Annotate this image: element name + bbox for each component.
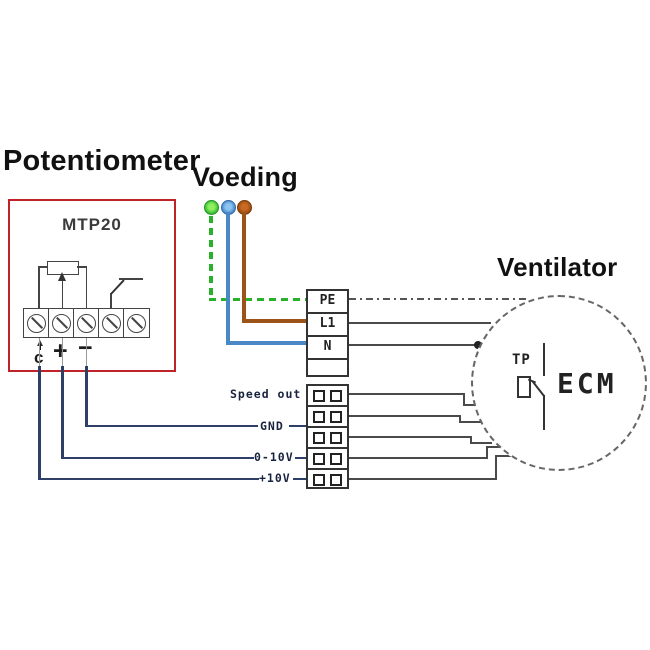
gnd-label: GND xyxy=(260,419,284,433)
thermal-protector-icon xyxy=(517,376,531,398)
wire-0-10v-right-h2 xyxy=(486,446,502,448)
wire-0-10v-right-v xyxy=(486,446,488,459)
terminal3-lead xyxy=(85,266,88,308)
screw-terminal-5 xyxy=(123,308,150,338)
connector-row-speed-out xyxy=(308,386,347,407)
n-junction-dot xyxy=(474,340,482,349)
wire-plus10v-link xyxy=(293,477,306,480)
power-terminal-block: PE L1 N xyxy=(306,289,349,377)
wire-l1-to-fan xyxy=(349,321,491,324)
stub-terminal1 xyxy=(38,338,40,367)
terminal-pe: PE xyxy=(308,291,347,314)
screw-icon xyxy=(77,313,97,333)
potentiometer-model-label: MTP20 xyxy=(62,215,122,234)
plus-ten-volt-label: +10V xyxy=(259,471,291,485)
pin-square xyxy=(313,389,325,402)
switch-fixed-contact xyxy=(119,278,143,280)
pin-square xyxy=(330,389,342,402)
wiper-lead xyxy=(61,280,64,308)
wire-pe-green-horizontal xyxy=(209,297,306,301)
pin-square xyxy=(330,473,342,486)
stub-terminal3 xyxy=(85,338,87,367)
wire-l1-brown-vertical xyxy=(242,212,246,323)
wire-gnd-vertical xyxy=(85,366,88,427)
wire-gnd-right-h1 xyxy=(349,414,461,417)
wire-speedout-h1 xyxy=(349,393,465,395)
wiper-arrow-icon xyxy=(37,340,43,346)
wire-n-blue-vertical xyxy=(226,212,230,345)
connector-row-plus10v xyxy=(308,470,347,489)
wire-n-to-fan xyxy=(349,343,478,346)
wiper-terminal-symbol: c xyxy=(32,340,50,368)
wire-row3-v xyxy=(470,435,472,444)
wire-plus10v-horizontal xyxy=(38,477,259,480)
tp-label: TP xyxy=(512,352,531,368)
wire-row3-h1 xyxy=(349,435,472,438)
pin-square xyxy=(330,431,342,444)
wire-n-blue-horizontal xyxy=(226,341,306,345)
wire-0-10v-horizontal xyxy=(61,456,254,459)
screw-terminal-4 xyxy=(98,308,125,338)
minus-terminal-symbol: − xyxy=(78,334,93,363)
ecm-motor-label: ECM xyxy=(557,367,617,400)
wiper-arrow-icon xyxy=(58,272,66,281)
wire-gnd-link xyxy=(289,424,306,427)
screw-icon xyxy=(127,313,147,333)
wire-speedout-v xyxy=(463,393,465,406)
terminal1-lead xyxy=(38,266,40,308)
potentiometer-box: MTP20 xyxy=(8,199,176,372)
ventilator-title: Ventilator xyxy=(497,252,618,282)
wire-plus10v-vertical xyxy=(38,366,41,480)
pin-square xyxy=(330,452,342,465)
wire-0-10v-vertical xyxy=(61,366,64,459)
wire-speedout-h2 xyxy=(463,404,478,406)
terminal-n: N xyxy=(308,337,347,360)
wire-row3-h2 xyxy=(470,442,492,444)
wire-gnd-horizontal xyxy=(85,424,258,427)
wire-gnd-right-v xyxy=(459,414,461,423)
wiper-arrow-tail xyxy=(39,344,41,350)
voeding-title: Voeding xyxy=(192,162,298,192)
screw-icon xyxy=(27,313,47,333)
pin-square xyxy=(313,410,325,423)
wire-l1-brown-horizontal xyxy=(242,319,306,323)
speed-out-label: Speed out xyxy=(230,387,302,401)
zero-ten-volt-label: 0-10V xyxy=(254,450,294,464)
wire-pe-to-fan xyxy=(349,298,526,301)
resistor-left-lead xyxy=(38,266,47,268)
terminal-l1: L1 xyxy=(308,314,347,337)
wire-plus10v-right-h2 xyxy=(495,455,513,457)
switch-lower-lead xyxy=(110,293,112,308)
tp-switch-lower-line xyxy=(543,395,545,430)
screw-terminal-1 xyxy=(23,308,50,338)
power-pin-green-icon xyxy=(204,200,219,215)
potentiometer-title: Potentiometer xyxy=(3,145,201,177)
ventilator-circle xyxy=(471,295,647,471)
connector-row-gnd xyxy=(308,407,347,428)
stub-terminal2 xyxy=(61,338,63,367)
terminal-empty xyxy=(308,360,347,381)
connector-row-3 xyxy=(308,428,347,449)
plus-terminal-symbol: + xyxy=(53,337,68,365)
pin-square xyxy=(313,473,325,486)
pin-square xyxy=(313,431,325,444)
wire-plus10v-right-v xyxy=(495,455,497,480)
screw-terminal-2 xyxy=(48,308,75,338)
screw-icon xyxy=(52,313,72,333)
pin-square xyxy=(330,410,342,423)
wire-plus10v-right-h1 xyxy=(349,477,497,480)
pin-square xyxy=(313,452,325,465)
resistor-right-lead xyxy=(77,266,87,268)
potentiometer-terminal-strip xyxy=(23,308,150,338)
wire-pe-green-vertical xyxy=(209,216,213,301)
wire-0-10v-right-h1 xyxy=(349,456,488,459)
wire-gnd-right-h2 xyxy=(459,420,482,423)
signal-connector-block xyxy=(306,384,349,489)
wire-0-10v-link xyxy=(295,456,306,459)
tp-switch-upper-line xyxy=(543,343,545,376)
connector-row-0-10v xyxy=(308,449,347,470)
screw-icon xyxy=(102,313,122,333)
